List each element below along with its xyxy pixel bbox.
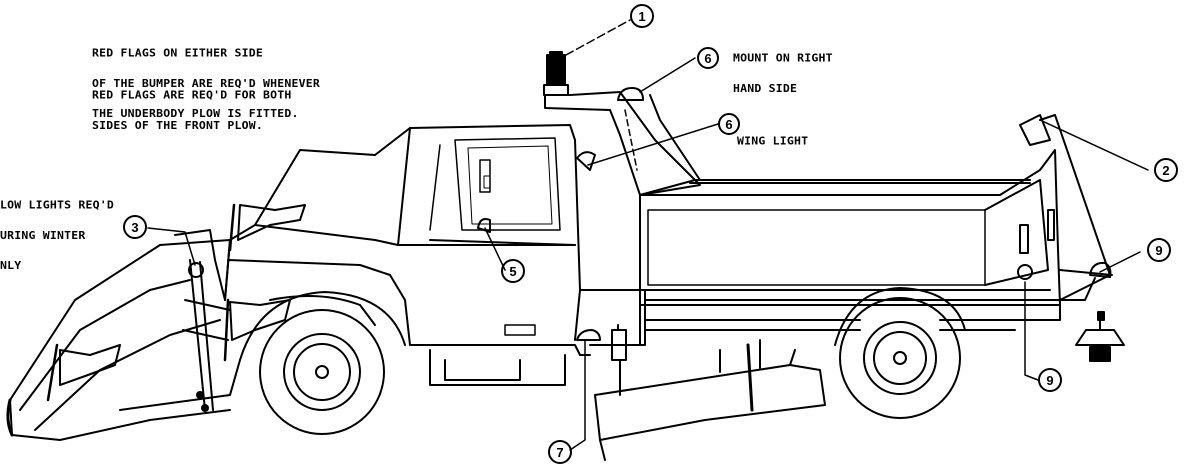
leader-lines (147, 19, 1149, 451)
callout-3: 3 (131, 220, 138, 235)
cab (374, 124, 581, 341)
note-red-flags-bumper: RED FLAGS ON EITHER SIDE OF THE BUMPER A… (92, 28, 320, 139)
note-red-flags-front: RED FLAGS ARE REQ'D FOR BOTH SIDES OF TH… (92, 70, 291, 151)
callout-numbers: 1 6 6 2 3 5 7 9 9 (131, 9, 1169, 460)
lights (188, 51, 1112, 341)
chassis (644, 299, 1061, 331)
rear-wheel (834, 287, 966, 419)
note-line: THE UNDERBODY PLOW IS FITTED. (92, 107, 299, 120)
hood-front (224, 149, 646, 386)
callout-7: 7 (556, 445, 563, 460)
dump-body (639, 149, 1061, 306)
front-plow (6, 229, 241, 441)
callout-1: 1 (638, 9, 645, 24)
note-line: LOW LIGHTS REQ'D (0, 198, 114, 212)
note-line: SIDES OF THE FRONT PLOW. (92, 118, 263, 132)
callout-6-wing: 6 (725, 117, 732, 132)
cab-shield (544, 91, 701, 196)
callout-5: 5 (509, 264, 516, 279)
note-mount-right: MOUNT ON RIGHT HAND SIDE (733, 33, 833, 114)
note-line: RED FLAGS ON EITHER SIDE (92, 46, 263, 60)
front-wheel (239, 291, 406, 435)
note-plow-lights: LOW LIGHTS REQ'D URING WINTER NLY (0, 180, 114, 291)
note-line: WING LIGHT (737, 134, 809, 148)
note-wing-light: WING LIGHT (737, 116, 808, 167)
callout-6-mount: 6 (704, 51, 711, 66)
tailgate-spreader (1039, 114, 1125, 362)
note-line: NLY (0, 259, 22, 272)
red-flags (46, 114, 1051, 402)
underbody-plow (594, 324, 826, 461)
callout-9-body: 9 (1046, 373, 1053, 388)
callout-2: 2 (1162, 163, 1169, 178)
callout-circles (123, 4, 1178, 464)
note-line: HAND SIDE (733, 81, 798, 95)
note-line: MOUNT ON RIGHT (733, 51, 833, 65)
note-line: OF THE BUMPER ARE REQ'D WHENEVER (92, 76, 320, 90)
note-line: URING WINTER (0, 228, 86, 242)
callout-9-rear: 9 (1155, 243, 1162, 258)
note-line: RED FLAGS ARE REQ'D FOR BOTH (92, 88, 292, 102)
